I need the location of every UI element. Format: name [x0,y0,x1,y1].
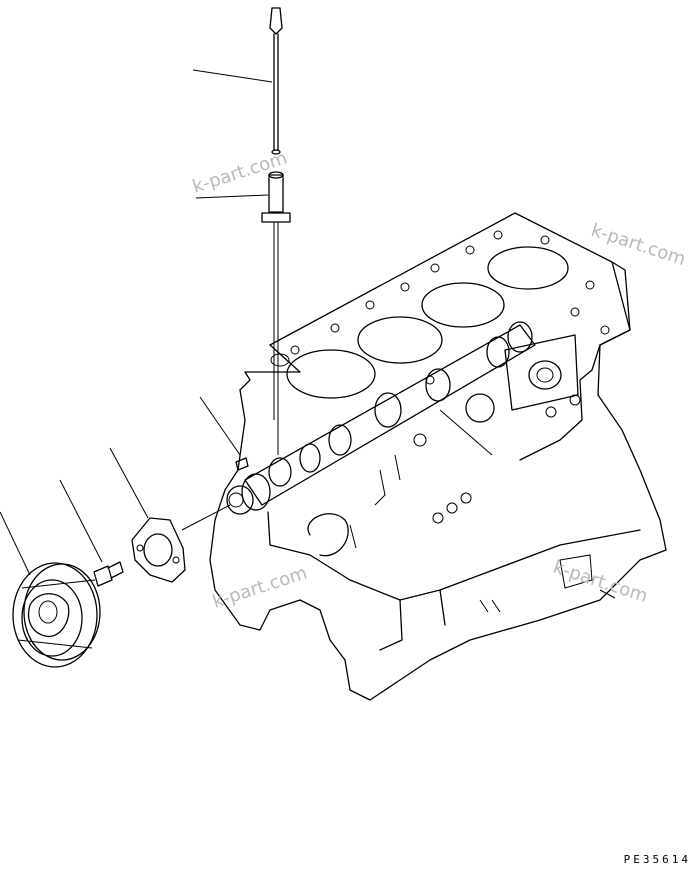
camshaft-illustration [226,321,536,515]
leader-lines [0,69,493,576]
watermark-2: k-part.com [588,220,688,270]
bolt-illustration [93,561,124,587]
cylinder-block-illustration [209,212,667,701]
guide-tube-illustration [261,171,291,455]
cam-gear-illustration [12,562,101,668]
watermark-3: k-part.com [210,562,310,612]
drawing-code-label: PE35614 [623,853,691,866]
dipstick-illustration [269,7,283,155]
thrust-plate-illustration [131,517,186,583]
woodruff-key-icon [235,457,249,471]
